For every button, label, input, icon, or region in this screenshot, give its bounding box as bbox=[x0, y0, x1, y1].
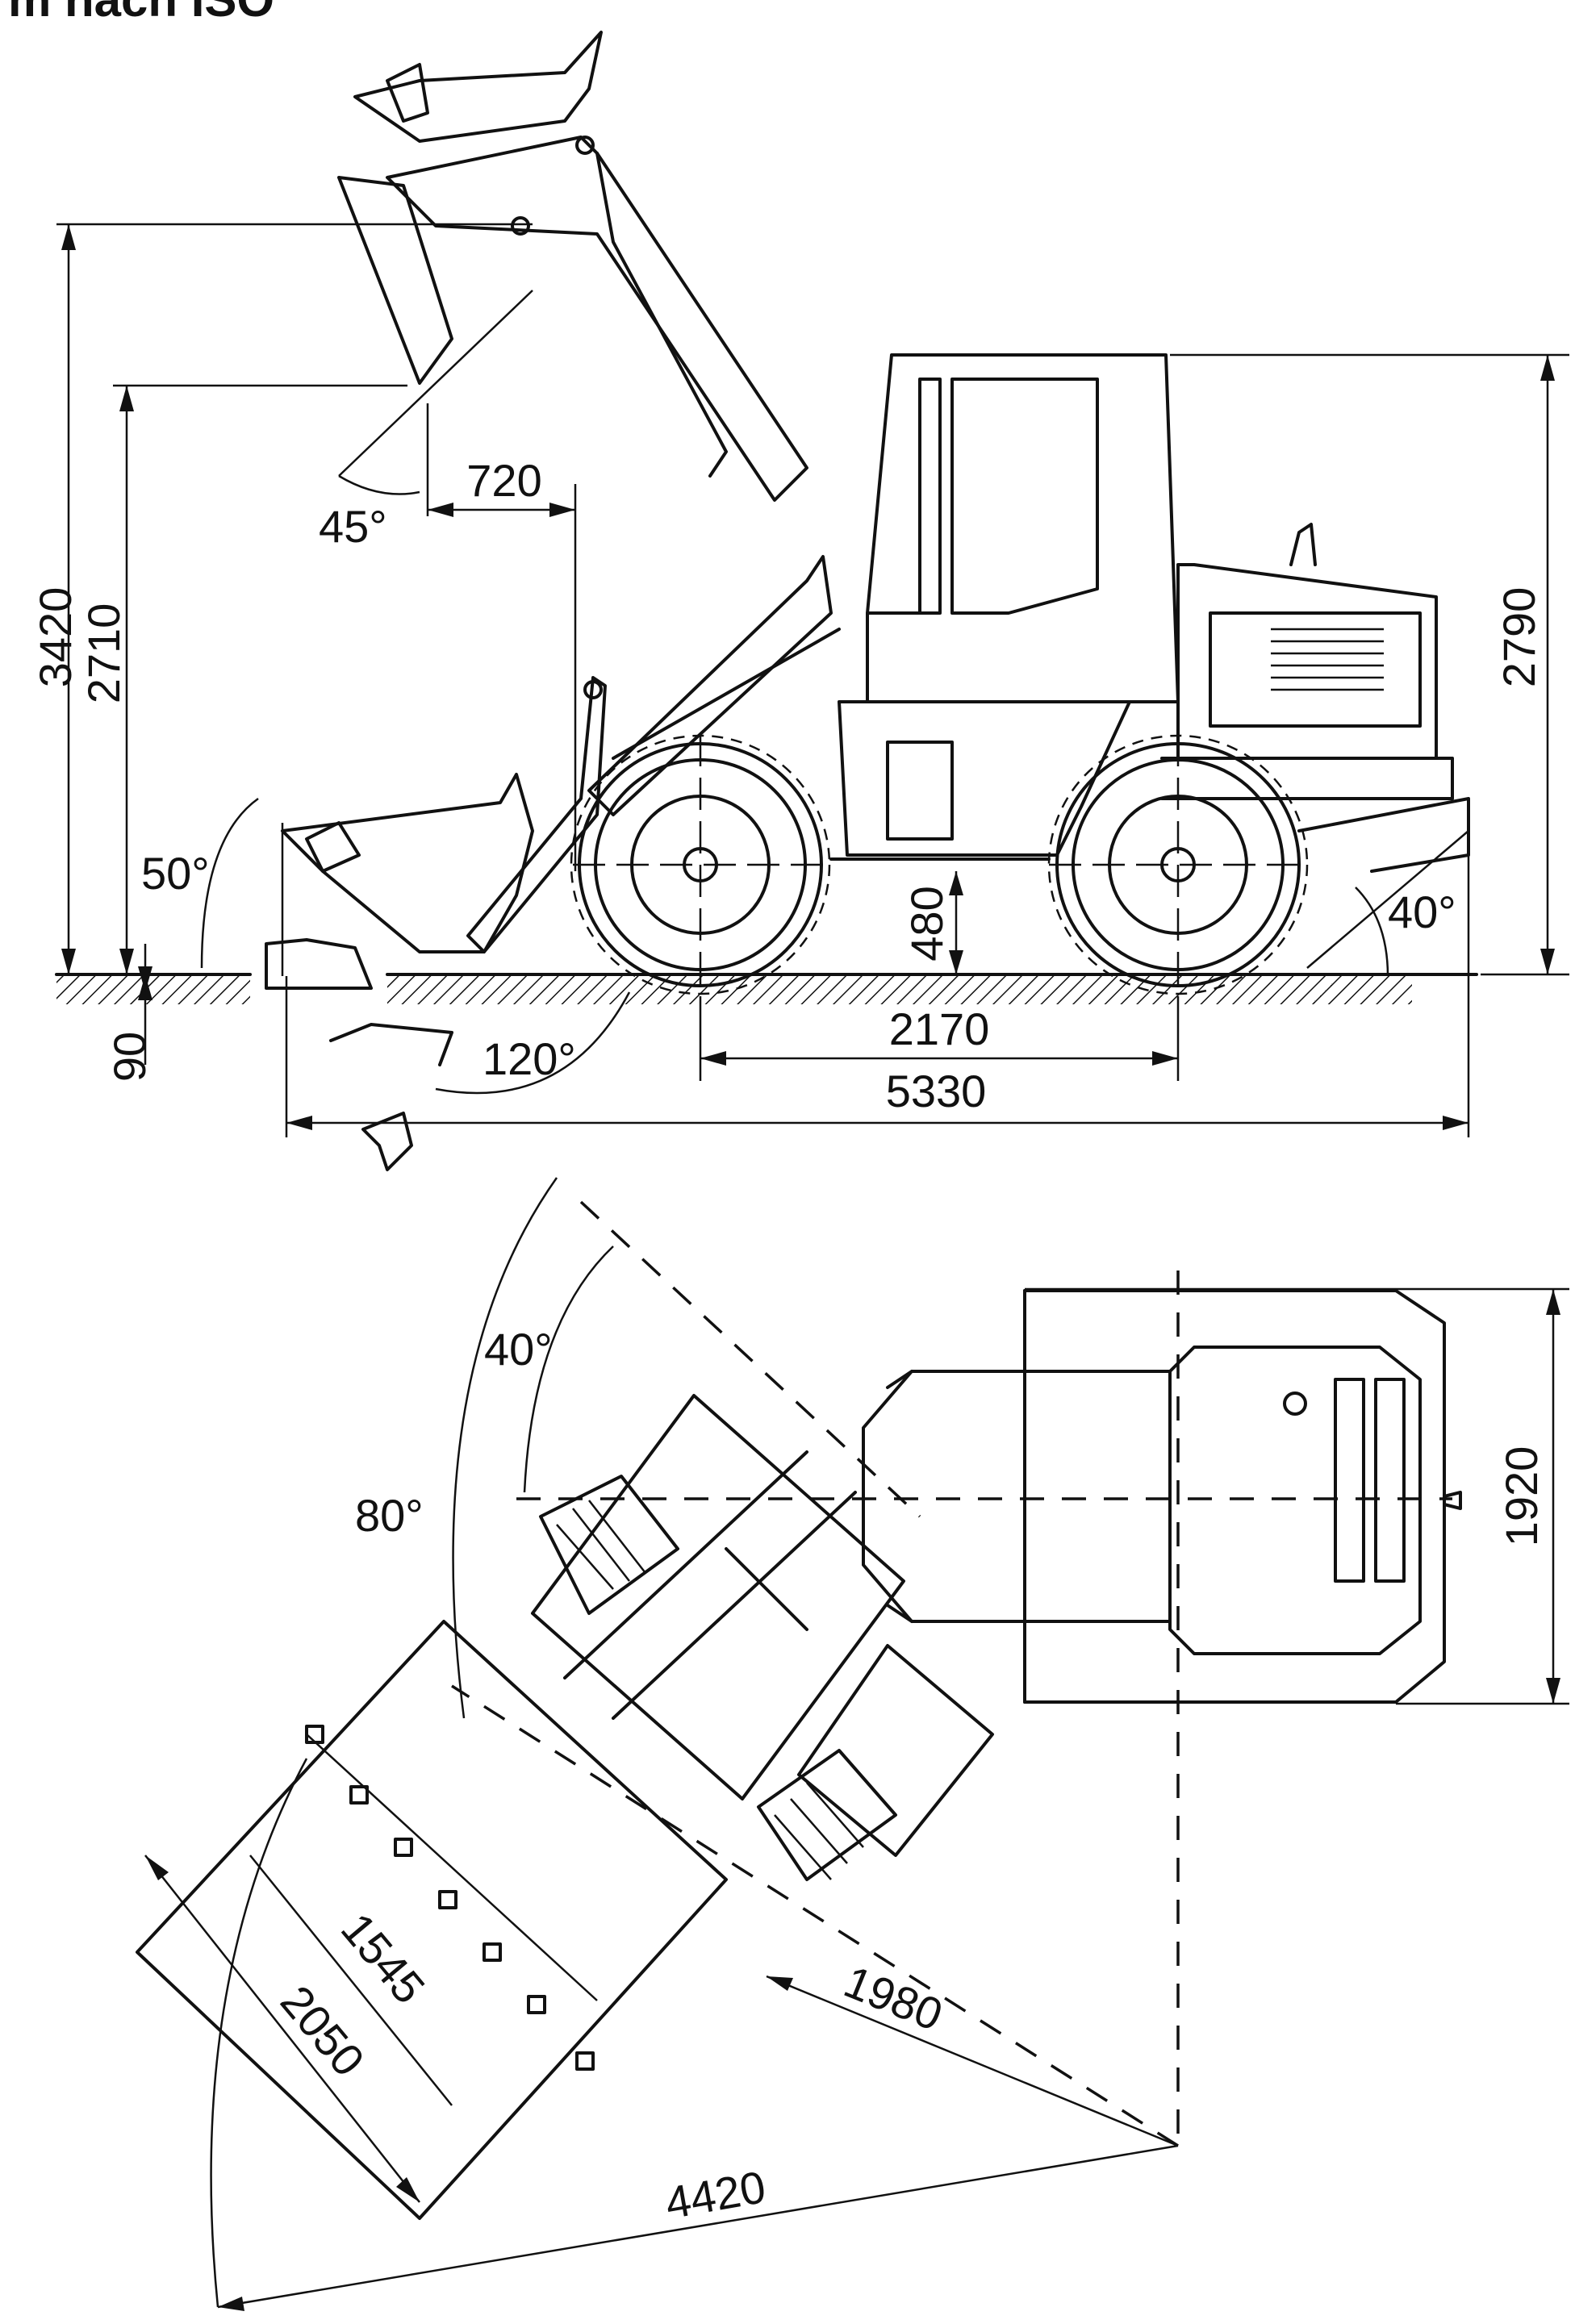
dim-720: 720 bbox=[426, 403, 577, 871]
label-1920: 1920 bbox=[1496, 1446, 1547, 1547]
dim-1920: 1920 bbox=[1025, 1287, 1569, 1705]
label-80: 80° bbox=[355, 1490, 424, 1541]
dim-2170: 2170 bbox=[699, 996, 1180, 1081]
tire-front-left bbox=[539, 1475, 679, 1615]
header-fragment: m nach ISO bbox=[8, 0, 274, 27]
label-1545: 1545 bbox=[332, 1904, 435, 2013]
dim-5330: 5330 bbox=[285, 855, 1470, 1137]
chassis bbox=[829, 700, 1470, 873]
label-480: 480 bbox=[901, 886, 952, 961]
lift-arm-raised bbox=[337, 136, 808, 502]
front-frame-articulated bbox=[531, 1394, 994, 1857]
bucket-top bbox=[136, 1620, 728, 2220]
centerline-front-frame bbox=[579, 1200, 921, 1518]
bucket-raised-dumped bbox=[353, 31, 603, 143]
label-2790: 2790 bbox=[1494, 587, 1544, 688]
bucket-lowered bbox=[265, 773, 534, 990]
rear-wheel bbox=[1047, 734, 1309, 995]
label-90: 90 bbox=[104, 1032, 155, 1082]
dim-3420: 3420 bbox=[30, 223, 533, 974]
side-view: 3420 2710 720 45° 50° bbox=[30, 31, 1569, 1171]
dim-2790: 2790 bbox=[1170, 353, 1569, 976]
rear-body bbox=[1023, 1289, 1462, 1704]
ground-line bbox=[55, 973, 1478, 1004]
angle-120: 120° bbox=[435, 991, 631, 1095]
label-45: 45° bbox=[319, 501, 387, 552]
dim-1980: 1980 bbox=[766, 1955, 1179, 2147]
dim-2050: 2050 bbox=[144, 1855, 420, 2203]
label-40-top: 40° bbox=[484, 1324, 553, 1375]
label-120: 120° bbox=[483, 1033, 576, 1084]
label-40-side: 40° bbox=[1388, 887, 1456, 937]
label-2050: 2050 bbox=[271, 1976, 374, 2086]
label-720: 720 bbox=[466, 455, 541, 506]
dim-90: 90 bbox=[104, 944, 155, 1082]
angle-80: 80° bbox=[355, 1177, 558, 1719]
label-4420: 4420 bbox=[662, 2161, 770, 2229]
dim-2710: 2710 bbox=[78, 384, 407, 974]
label-50: 50° bbox=[141, 848, 210, 899]
dim-480: 480 bbox=[901, 871, 963, 974]
front-wheel bbox=[570, 734, 831, 995]
label-2170: 2170 bbox=[889, 1003, 990, 1054]
angle-50: 50° bbox=[141, 797, 284, 976]
cab-top bbox=[862, 1370, 1172, 1623]
turning-line bbox=[451, 1684, 1179, 2147]
label-2710: 2710 bbox=[78, 603, 129, 704]
cab bbox=[866, 353, 1180, 703]
tire-front-right bbox=[757, 1749, 897, 1881]
angle-40-top: 40° bbox=[484, 1245, 614, 1493]
angle-45: 45° bbox=[319, 290, 533, 552]
label-3420: 3420 bbox=[30, 587, 81, 688]
label-5330: 5330 bbox=[886, 1066, 987, 1116]
dim-4420: 4420 bbox=[210, 1758, 1179, 2311]
top-view: 40° 80° 1920 1545 2050 bbox=[136, 1177, 1569, 2311]
bucket-tilted-down bbox=[329, 1023, 453, 1171]
angle-40-side: 40° bbox=[1306, 830, 1469, 977]
engine-hood bbox=[1160, 523, 1454, 800]
